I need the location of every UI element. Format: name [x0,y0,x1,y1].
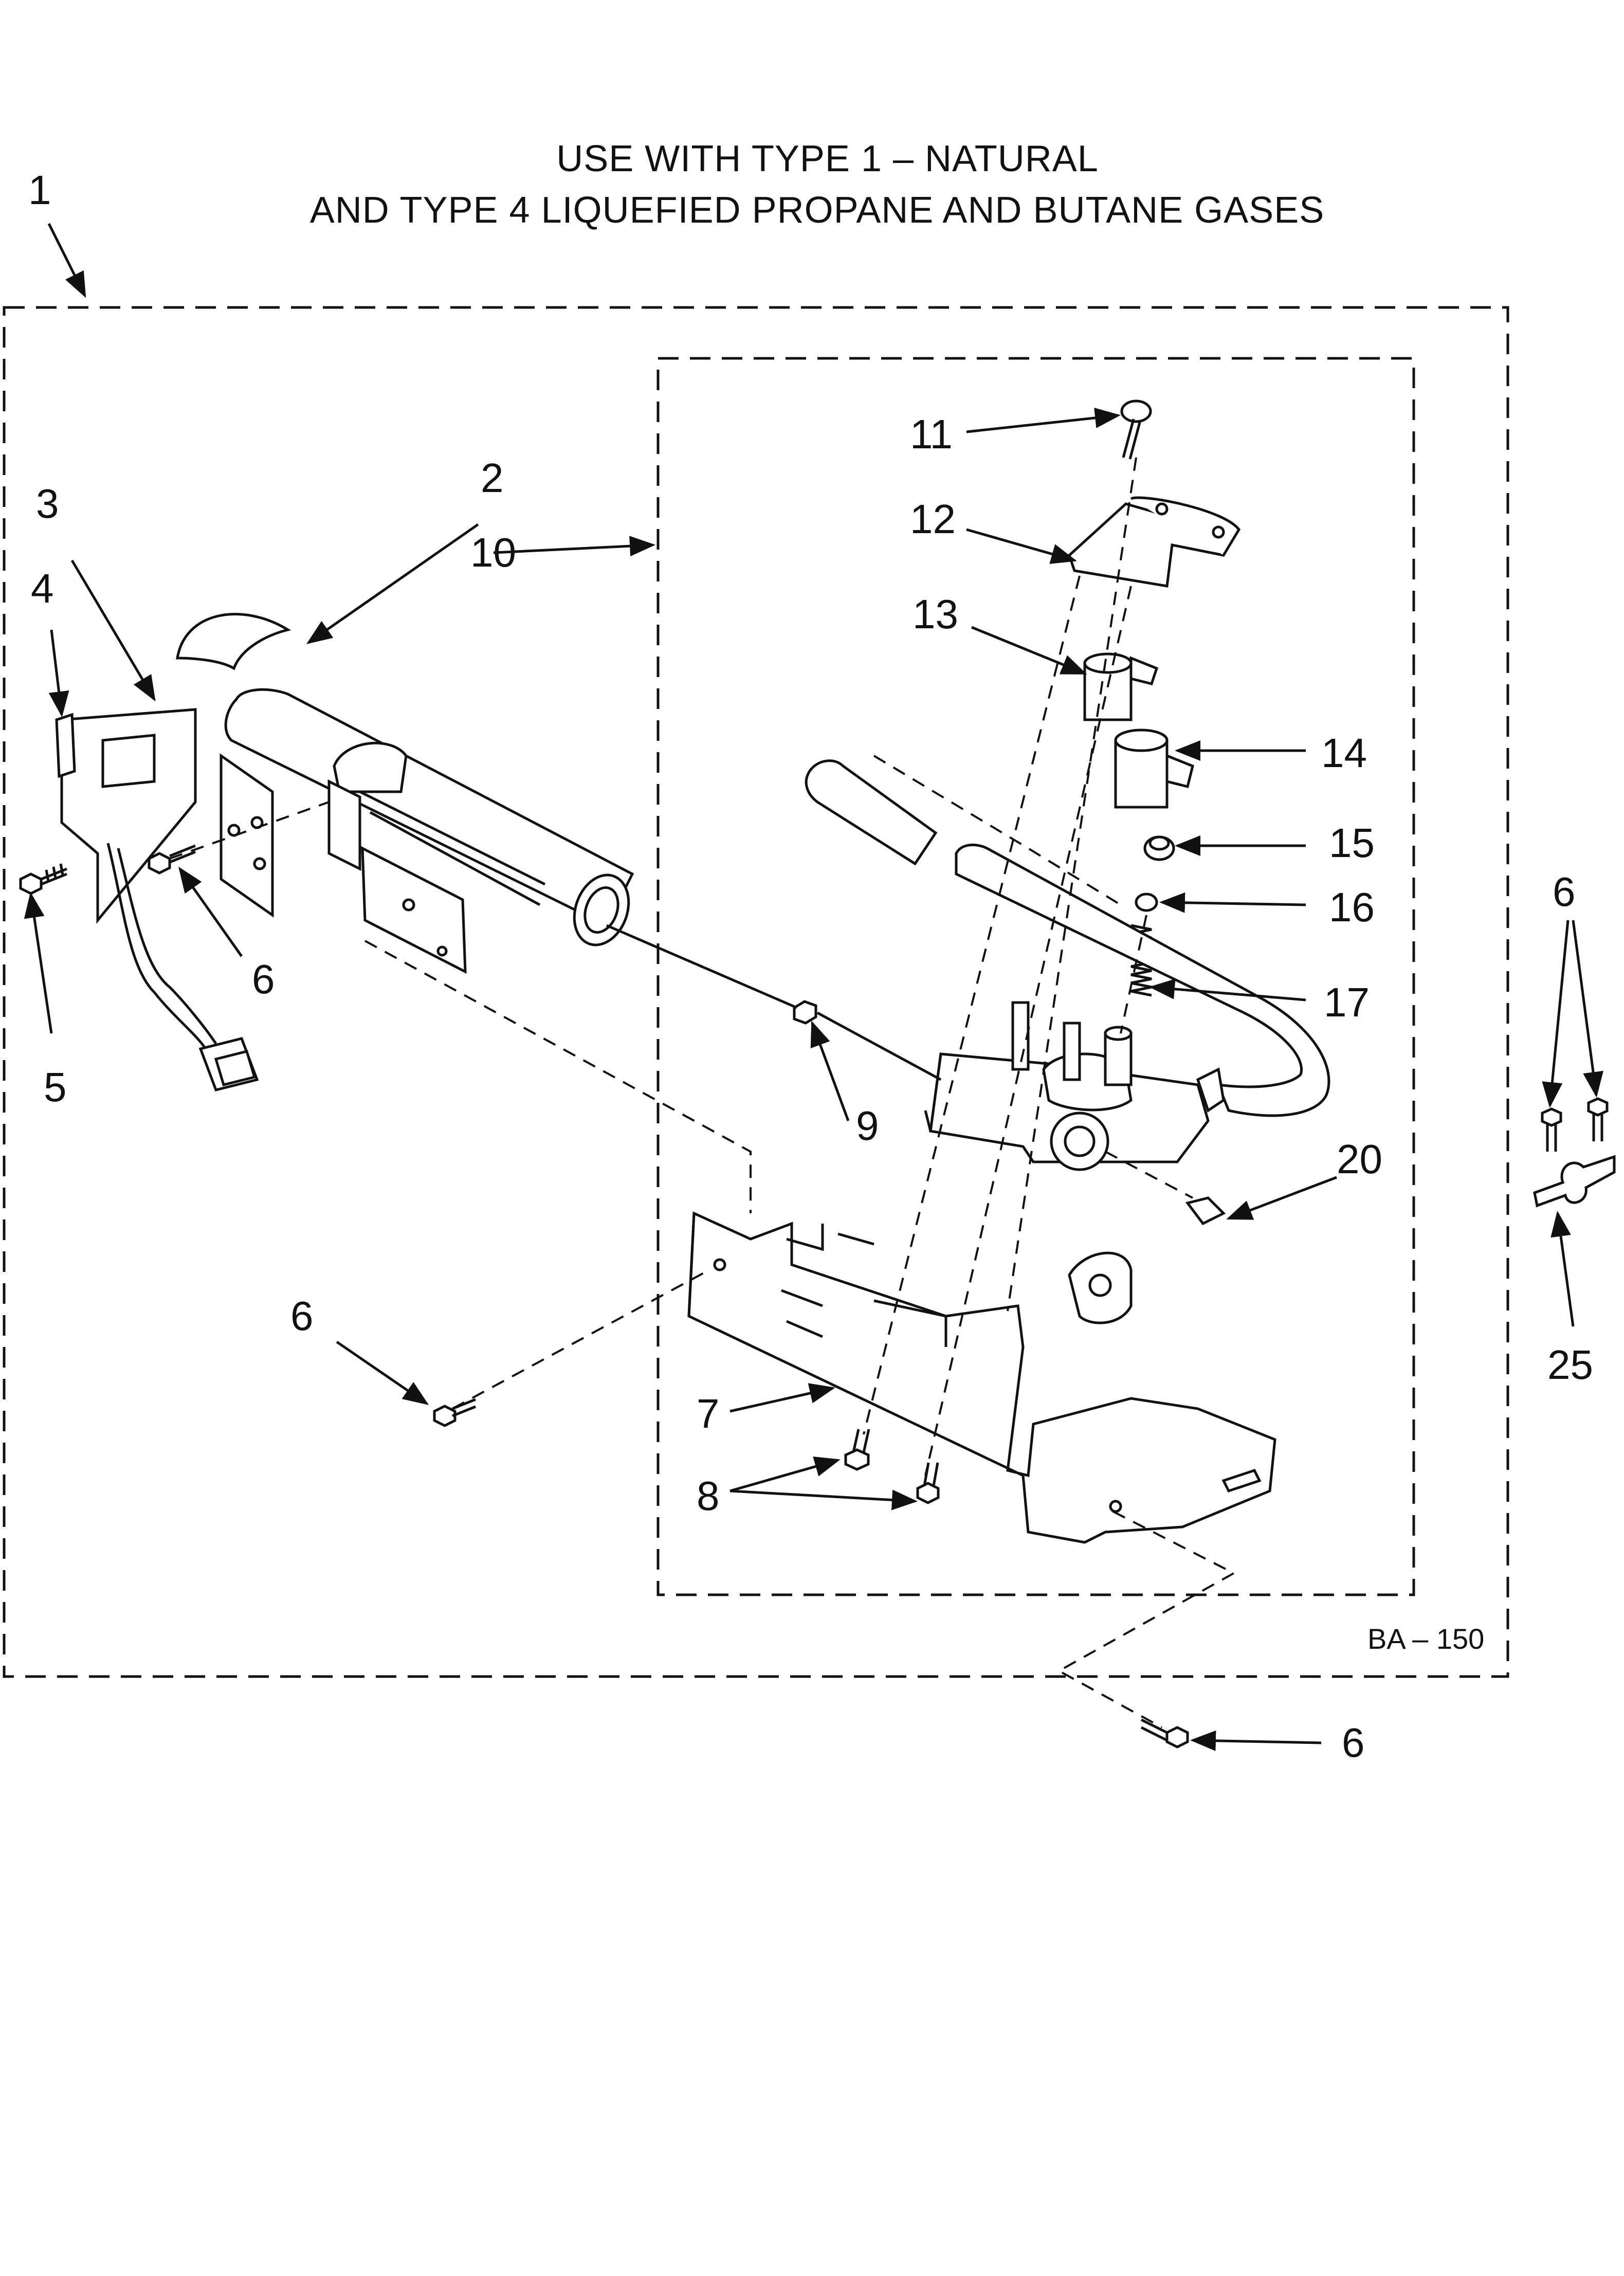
alignment-lines [169,457,1236,1728]
orifice-15 [1143,835,1175,861]
tube-bracket [327,779,467,974]
callout-1: 1 [28,167,51,213]
screw-6-bottom [1140,1718,1189,1749]
screw-6-lower [433,1398,476,1427]
screw-11 [1120,399,1152,460]
callout-12: 12 [910,496,956,542]
callout-7: 7 [697,1391,720,1436]
assembly-outline [3,306,1509,1678]
diagram-code: BA – 150 [1367,1623,1485,1655]
callout-20: 20 [1337,1136,1382,1182]
valve-mounting-bracket [687,1211,1276,1544]
diagram-title-line-2: AND TYPE 4 LIQUEFIED PROPANE AND BUTANE … [309,190,1325,231]
callout-10: 10 [470,530,516,575]
callout-9: 9 [856,1103,879,1149]
callout-6-lower: 6 [290,1293,314,1339]
burner-tube [176,613,634,946]
coil-13 [1083,652,1159,721]
gas-supply-tube [805,759,1330,1117]
gas-valve-body [924,1001,1225,1171]
callout-13: 13 [913,591,958,637]
igniter-bracket [55,708,274,924]
connector-20 [1185,1196,1226,1226]
callout-6-clamp: 6 [1553,869,1576,915]
callout-15: 15 [1329,820,1375,866]
callout-14: 14 [1321,730,1367,776]
callout-3: 3 [36,481,59,526]
callout-6-bottom: 6 [1342,1720,1365,1765]
screw-6-left [19,863,67,895]
callout-2: 2 [481,455,504,501]
igniter-wire-harness [106,843,259,1091]
screw-6-clamp-a [1541,1107,1562,1152]
valve-bracket-12 [1068,496,1241,588]
leader-arrows [24,223,1603,1751]
valve-assembly-outline [656,357,1415,1596]
callout-11: 11 [910,411,953,457]
callout-17: 17 [1324,979,1370,1025]
callout-8: 8 [697,1473,720,1519]
screw-6-bracket [148,844,196,875]
diagram-title-line-1: USE WITH TYPE 1 – NATURAL [556,138,1099,179]
nut-9 [793,1000,817,1025]
callout-16: 16 [1329,884,1375,930]
screw-8-left [844,1429,870,1471]
coil-14 [1114,729,1194,809]
callout-25: 25 [1547,1342,1593,1388]
plug-16 [1135,893,1158,912]
callout-5: 5 [44,1064,67,1110]
wire-clamp [1533,1155,1616,1208]
screw-6-clamp-b [1587,1097,1609,1141]
callout-4: 4 [31,566,54,611]
callout-6-bracket: 6 [252,956,275,1002]
screw-8-right [916,1462,940,1504]
